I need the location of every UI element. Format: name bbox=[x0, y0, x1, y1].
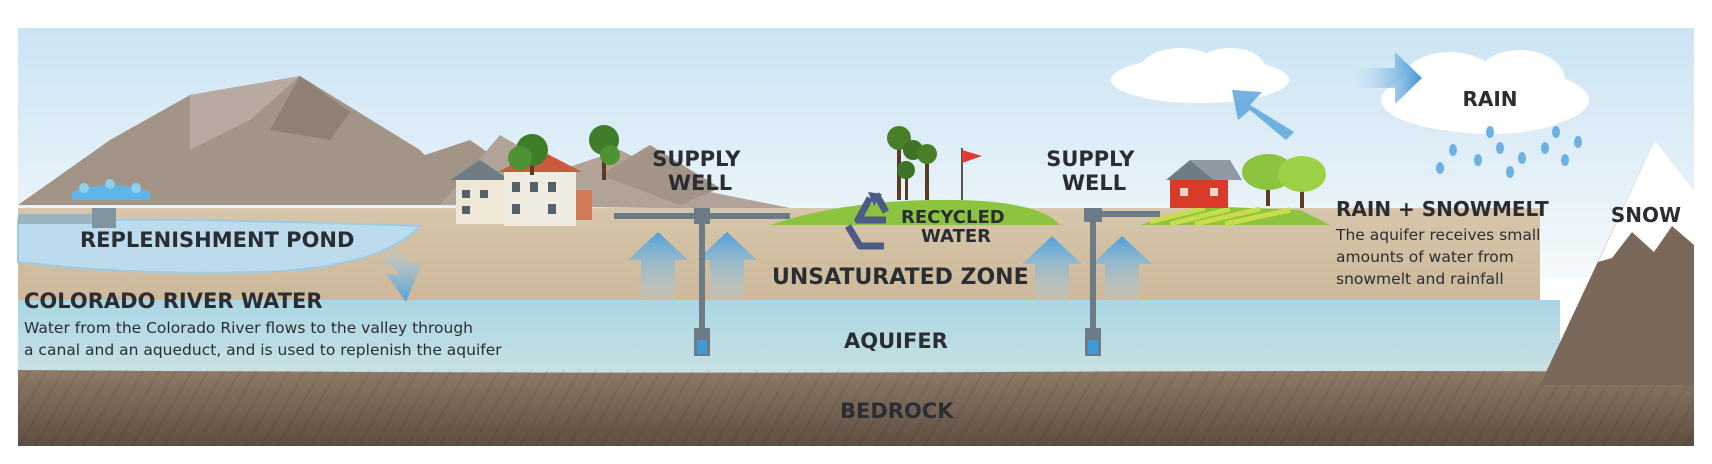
trees-left bbox=[508, 125, 620, 180]
aqueduct-gate bbox=[92, 208, 116, 228]
arrow-up-icon bbox=[1232, 90, 1294, 148]
recycled-water-hill bbox=[770, 199, 1060, 225]
supply-well-right-label: SUPPLY WELL bbox=[1046, 147, 1142, 195]
supply-well-left-icon bbox=[614, 208, 790, 356]
recycle-icon bbox=[844, 192, 890, 250]
supply-well-right-icon bbox=[1084, 208, 1160, 356]
snow-label: SNOW bbox=[1611, 203, 1681, 227]
infiltration-arrows bbox=[628, 232, 1152, 300]
arrow-down-icon bbox=[384, 248, 422, 302]
farm-trees bbox=[1242, 154, 1326, 208]
rain-snowmelt-title: RAIN + SNOWMELT bbox=[1336, 197, 1549, 221]
flag-icon bbox=[961, 148, 982, 200]
replenishment-pond bbox=[17, 218, 423, 274]
rain-label: RAIN bbox=[1462, 87, 1517, 111]
sprinkler-icon bbox=[72, 179, 150, 200]
replenishment-pond-label: REPLENISHMENT POND bbox=[80, 228, 354, 252]
farm-field bbox=[1140, 205, 1330, 227]
recycled-water-label: RECYCLED WATER bbox=[901, 207, 1011, 247]
farm-house bbox=[1166, 160, 1242, 208]
arrow-right-icon bbox=[1355, 52, 1422, 104]
raindrops-icon bbox=[1436, 126, 1582, 178]
snow-mountain bbox=[1540, 140, 1694, 385]
rain-snowmelt-desc: The aquifer receives small amounts of wa… bbox=[1335, 226, 1545, 288]
colorado-river-desc: Water from the Colorado River flows to t… bbox=[24, 319, 502, 359]
rain-cloud bbox=[1379, 50, 1591, 135]
aquifer-layer bbox=[18, 300, 1560, 375]
unsaturated-zone-label: UNSATURATED ZONE bbox=[772, 265, 1029, 290]
aquifer-label: AQUIFER bbox=[844, 329, 948, 353]
supply-well-left-label: SUPPLY WELL bbox=[652, 147, 748, 195]
canal bbox=[18, 214, 108, 224]
bedrock-label: BEDROCK bbox=[840, 399, 954, 423]
trees-center bbox=[887, 126, 937, 200]
colorado-river-title: COLORADO RIVER WATER bbox=[24, 289, 323, 313]
